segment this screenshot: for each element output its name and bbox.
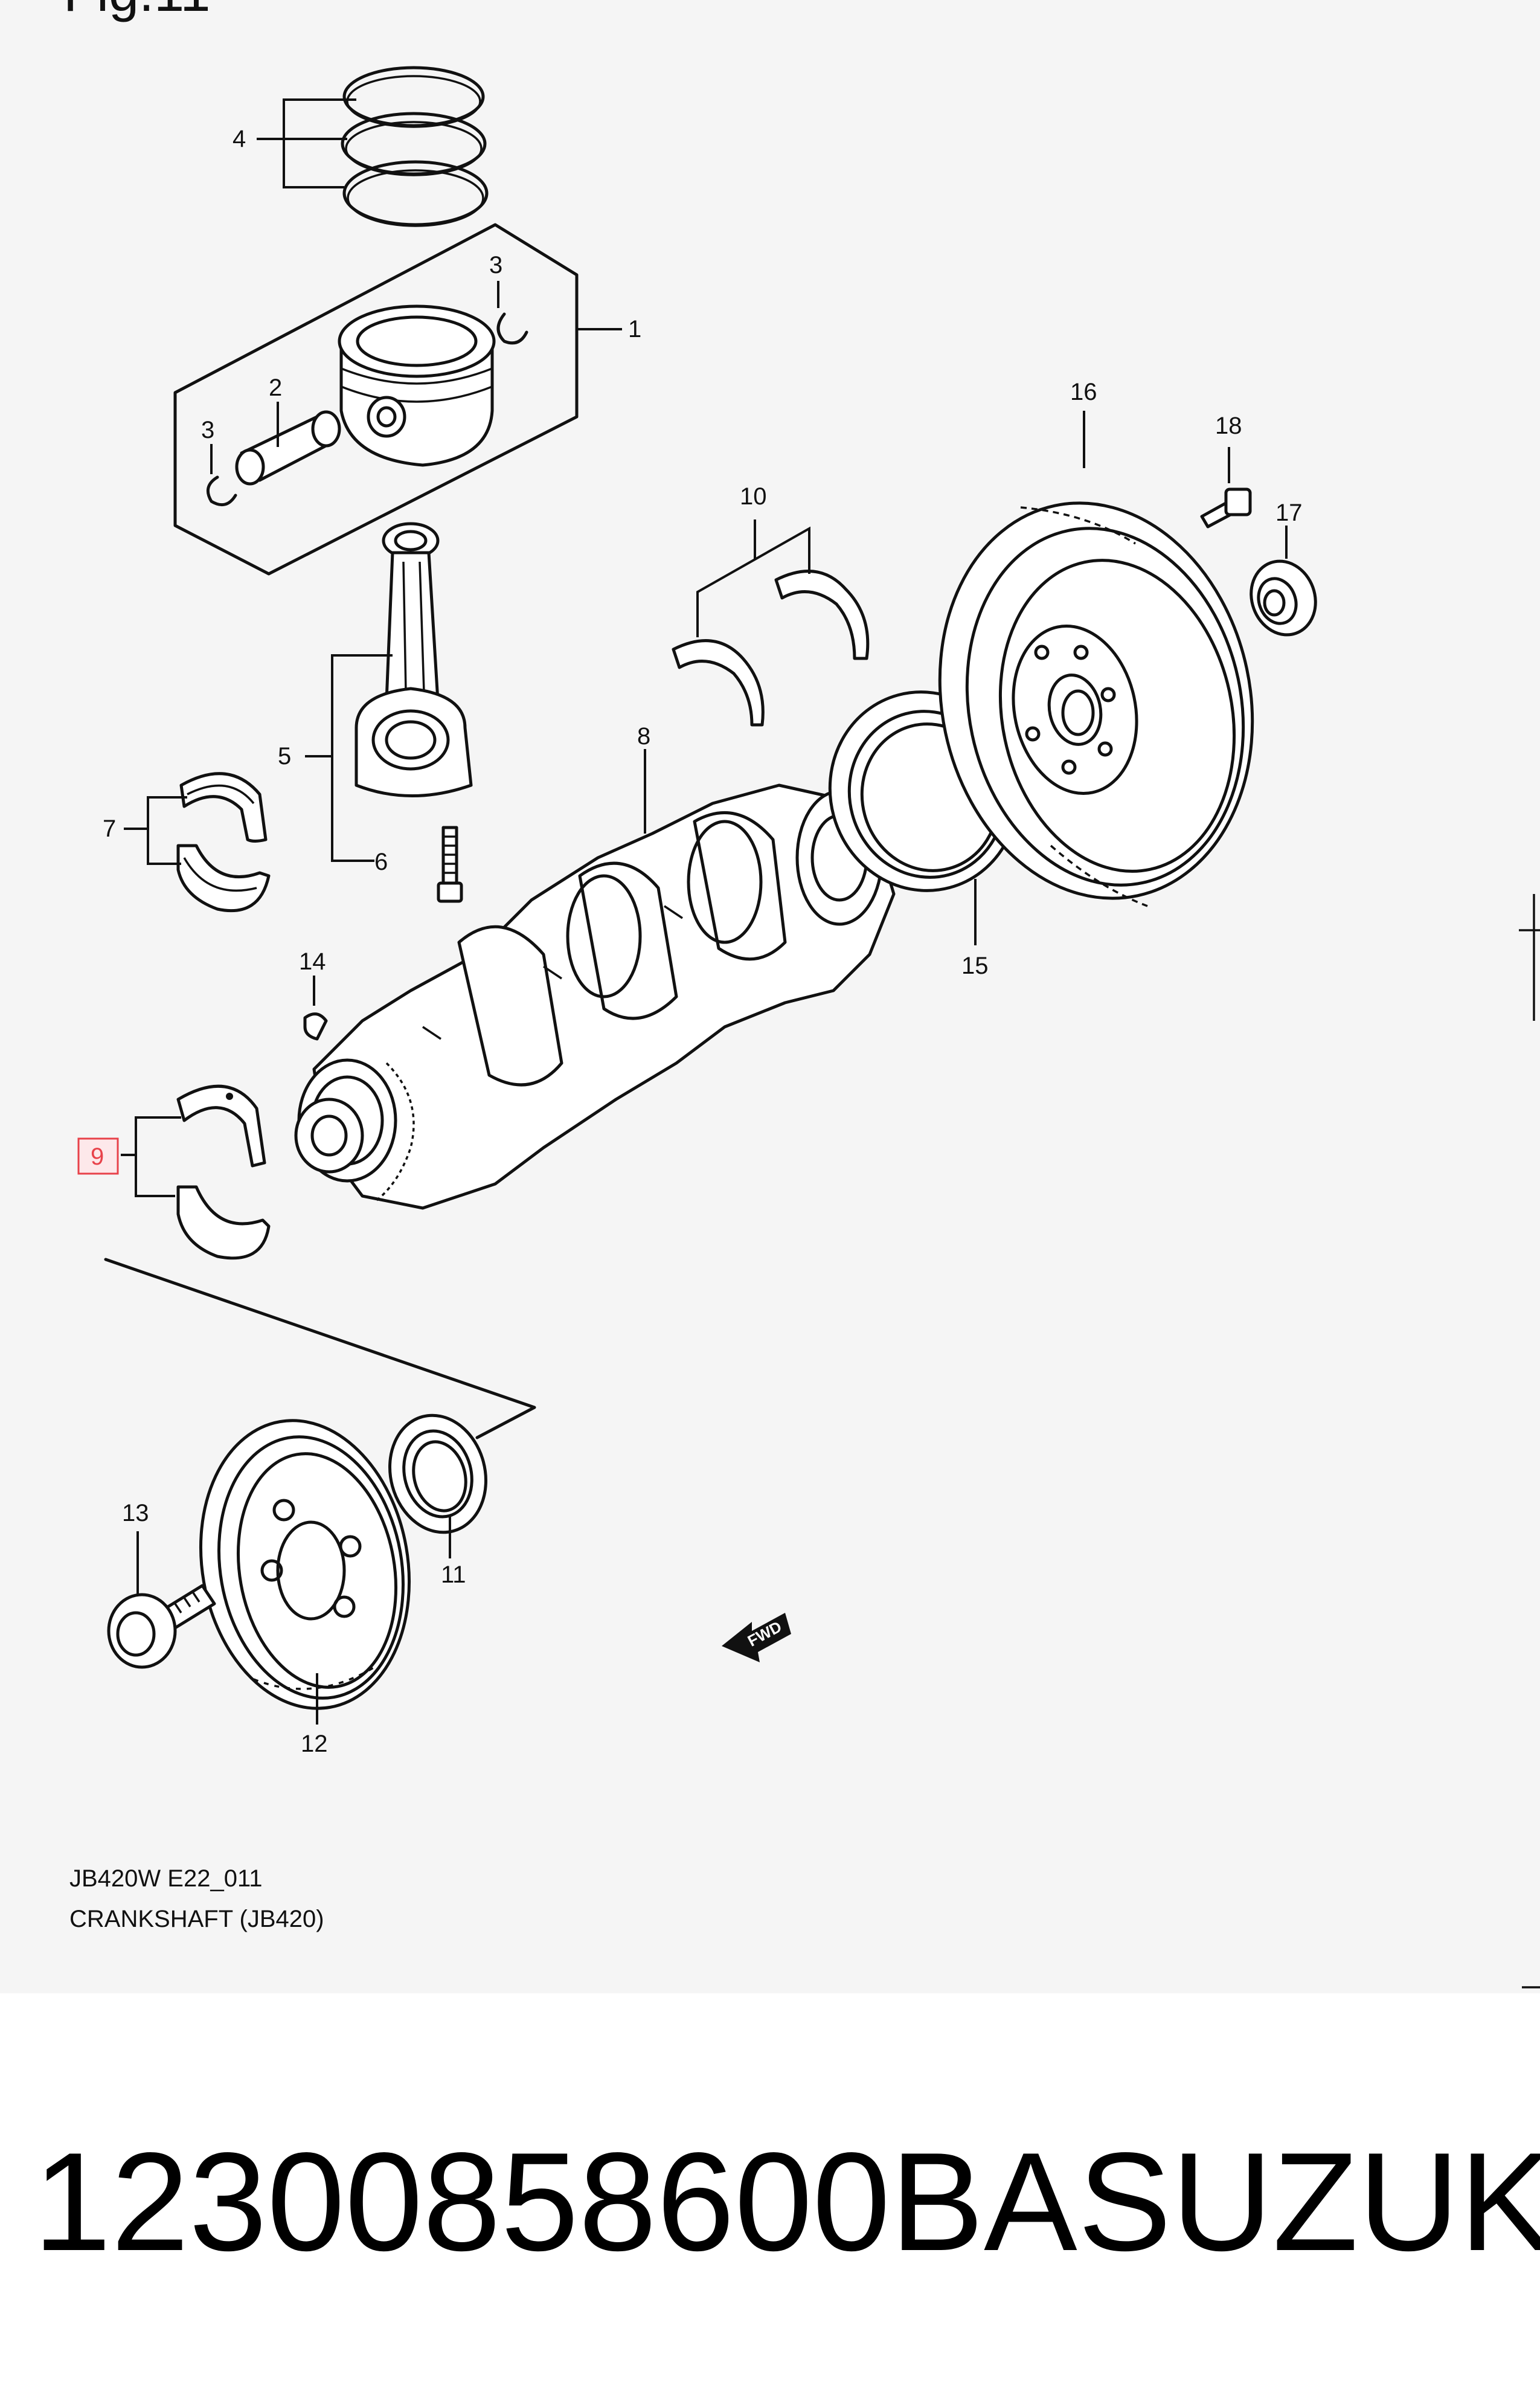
callout-17: 17 (1275, 500, 1303, 526)
main-bearing-lower (176, 1185, 271, 1260)
highlight-box (77, 1137, 119, 1175)
callout-3-left: 3 (201, 417, 214, 443)
figure-label: Fig.11 (63, 0, 210, 23)
piston-group-frame (173, 223, 579, 576)
callout-9: 9 (91, 1143, 104, 1170)
callout-8: 8 (637, 723, 650, 750)
crank-key (303, 1012, 328, 1041)
piston (338, 304, 496, 467)
diagram-code: JB420W E22_011 (69, 1865, 262, 1892)
flywheel-bolt (1200, 487, 1252, 529)
callout-12: 12 (301, 1731, 328, 1757)
thrust-bearing-right (774, 570, 870, 660)
piston-rings (341, 66, 489, 227)
part-number: 12300858600BA (33, 2124, 1077, 2280)
callout-10: 10 (740, 483, 767, 510)
parts-diagram-panel: Fig.11 (63, 0, 1540, 1989)
rod-bearing-lower (176, 844, 271, 913)
snap-ring-left (206, 475, 237, 507)
rod-bolt (437, 826, 463, 903)
part-info-footer (0, 1993, 1540, 2392)
flywheel (938, 501, 1254, 907)
rod-bearing-upper (179, 772, 268, 843)
callout-11: 11 (441, 1561, 466, 1588)
callout-3-right: 3 (489, 252, 502, 278)
front-oil-seal (388, 1413, 487, 1534)
crank-pulley (199, 1419, 411, 1710)
callout-14: 14 (299, 948, 326, 975)
callout-17-18-left: 18 (1215, 413, 1242, 439)
callout-5: 5 (278, 743, 291, 770)
callout-13: 13 (122, 1500, 149, 1526)
snap-ring-right (496, 312, 528, 345)
callout-15: 15 (961, 953, 989, 979)
thrust-bearing-left (672, 639, 765, 727)
callout-2: 2 (269, 375, 282, 401)
forward-direction-arrow: FWD (722, 1613, 791, 1662)
crankshaft-exploded-diagram: Fig.11 (63, 0, 1540, 1989)
main-bearing-upper (176, 1084, 266, 1168)
pulley-bolt (107, 1584, 216, 1669)
piston-pin (235, 410, 341, 486)
brand-name: SUZUKI (1078, 2124, 1540, 2280)
callout-1: 1 (628, 316, 641, 342)
callout-4: 4 (233, 126, 246, 152)
crankshaft (294, 783, 896, 1210)
pulley-group-lead (104, 1258, 536, 1439)
pilot-bearing (1250, 559, 1317, 637)
callout-7: 7 (103, 815, 116, 842)
connecting-rod (355, 522, 473, 797)
diagram-title: CRANKSHAFT (JB420) (69, 1906, 324, 1932)
callout-16: 16 (1070, 379, 1097, 405)
callout-6: 6 (374, 849, 388, 875)
